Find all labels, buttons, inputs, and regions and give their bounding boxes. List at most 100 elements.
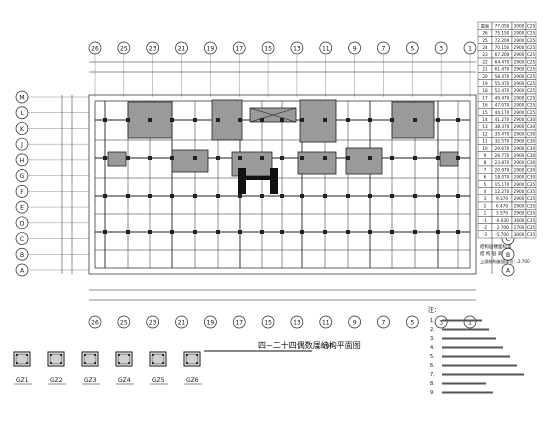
level-table-text: 2900 [514,196,525,201]
level-table-text: 2900 [514,203,525,208]
column [238,118,242,122]
grid-label-top: 7 [382,46,386,53]
level-table-text: 17 [482,95,488,100]
column-detail-label: GZ4 [118,377,131,384]
column [346,156,350,160]
grid-label-top: 3 [439,46,443,53]
grid-label-bottom: 26 [91,320,99,327]
rebar-dot [118,362,120,364]
column [170,118,174,122]
column [390,156,394,160]
level-table-text: C25 [527,23,536,28]
grid-label-top: 19 [207,46,215,53]
level-table-text: 2900 [514,81,525,86]
column [436,230,440,234]
grid-label-bottom: 15 [264,320,272,327]
level-table-text: 5 [484,182,487,187]
level-table-text: C30 [527,117,536,122]
rebar-dot [16,354,18,356]
grid-label-bottom: 23 [149,320,157,327]
grid-label-bottom: 9 [353,320,357,327]
level-table-footer: 结构层楼面标高 [480,243,512,250]
column [170,156,174,160]
level-table-text: 2900 [514,74,525,79]
column [300,156,304,160]
rebar-dot [60,362,62,364]
grid-label-bottom: 13 [293,320,301,327]
rebar-dot [118,354,120,356]
column [368,230,372,234]
column [216,230,220,234]
rebar-dot [94,362,96,364]
column [238,230,242,234]
grid-bubble-top [405,41,419,55]
column [456,194,460,198]
rebar-dot [16,362,18,364]
column [260,230,264,234]
plan-inner-wall [94,100,471,269]
column [170,230,174,234]
level-table-text: 18 [482,88,488,93]
level-table-text: 18.070 [495,175,510,180]
level-table-text: 24 [482,45,488,50]
column-detail-label: GZ5 [152,377,165,384]
level-table-text: 1 [484,211,487,216]
grid-bubble-top [204,41,217,55]
rebar-dot [186,354,188,356]
level-table-text: C25 [527,67,536,72]
rebar-dot [162,362,164,364]
column [280,156,284,160]
level-table-text: 3.570 [496,211,508,216]
level-table-text: 2900 [514,124,525,129]
column [436,194,440,198]
note-item: 4. [430,345,435,351]
level-table-footer2: 结 构 层 高 [480,250,503,257]
level-table-text: 22 [482,59,488,64]
column [193,194,197,198]
core-wall [270,168,278,194]
level-table-text: 47.070 [495,103,510,108]
level-table-text: C25 [527,59,536,64]
grid-label-left: H [20,157,25,164]
level-table-text: 25 [482,38,488,43]
level-table-text: -3 [483,232,488,237]
column [300,194,304,198]
grid-bubble-top [232,41,246,55]
core-wall [246,176,270,180]
shear-wall-block [297,151,337,175]
plan-title: 四~二十四偶数层结构平面图 [258,340,361,350]
column [216,118,220,122]
level-table-text: 6.470 [496,203,508,208]
level-table-text: 49.470 [495,95,510,100]
level-table-text: 13 [482,124,488,129]
grid-label-bottom: 21 [178,320,186,327]
level-table-cell [525,230,537,239]
level-table-text: 20.970 [495,167,510,172]
column [456,230,460,234]
level-table-text: 75.150 [495,31,510,36]
grid-bubble-bottom [290,315,304,329]
grid-label-top: 15 [264,46,272,53]
level-table-text: 19 [482,81,488,86]
grid-bubble-top [377,41,390,55]
column [126,230,130,234]
level-table-text: 26 [482,31,488,36]
grid-bubble-bottom [434,315,448,329]
level-table-text: 29.670 [495,146,510,151]
column [216,156,220,160]
shear-wall-block [345,147,383,175]
grid-bubble-top [319,41,333,55]
level-table-text: 32.570 [495,139,510,144]
grid-label-left: J [20,142,23,149]
grid-bubble-top [463,41,477,55]
level-table-text: 3600 [514,218,525,223]
note-item: 1. [430,318,435,324]
rebar-dot [128,362,130,364]
column [238,156,242,160]
grid-bubble-bottom [377,315,390,329]
level-table-text: 10 [482,146,488,151]
grid-label-right: A [506,268,511,275]
column [346,118,350,122]
level-table-text: 6 [484,175,487,180]
